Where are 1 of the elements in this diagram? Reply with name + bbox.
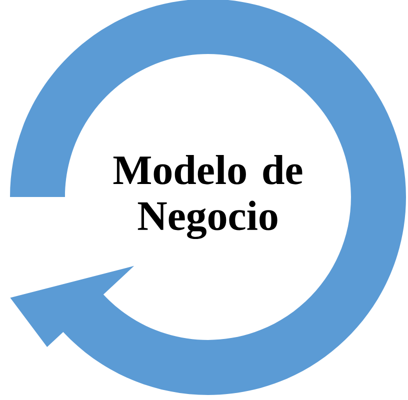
- title-text: Modelo de Negocio: [113, 154, 302, 240]
